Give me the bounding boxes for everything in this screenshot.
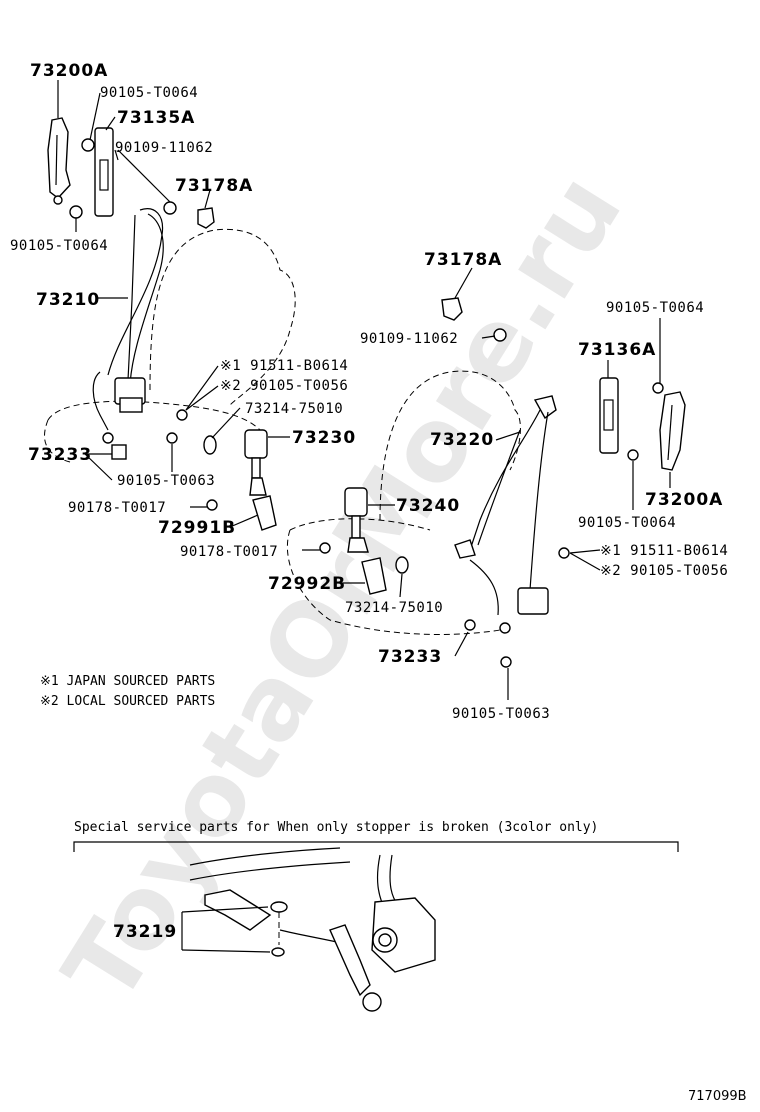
cover-72991B	[252, 495, 277, 531]
label-90178-T0017-b: 90178-T0017	[180, 544, 278, 560]
label-73233-left: 73233	[28, 445, 92, 465]
anchor-73178A-left	[163, 201, 215, 229]
label-73200A-left: 73200A	[30, 61, 108, 81]
label-90105-T0064-a: 90105-T0064	[100, 85, 198, 101]
legend-note-japan: ※1 JAPAN SOURCED PARTS	[40, 674, 215, 689]
small-bolts-right	[319, 542, 570, 668]
label-73178A-left: 73178A	[175, 176, 253, 196]
label-90105-T0064-c: 90105-T0064	[606, 300, 704, 316]
small-bolts-left	[102, 409, 218, 511]
label-90178-T0017-a: 90178-T0017	[68, 500, 166, 516]
label-73230: 73230	[292, 428, 356, 448]
clip-73214-right	[395, 556, 409, 574]
cover-73135A	[94, 127, 114, 217]
label-90109-11062-b: 90109-11062	[360, 331, 458, 347]
belt-73220	[454, 395, 557, 634]
label-73233-right: 73233	[378, 647, 442, 667]
retractor-73200A-right	[627, 382, 686, 471]
special-section-bracket	[73, 841, 679, 852]
stopper-detail-drawing	[189, 847, 436, 1012]
label-73214-75010-a: 73214-75010	[245, 401, 343, 417]
label-73219: 73219	[113, 922, 177, 942]
label-72992B: 72992B	[268, 574, 346, 594]
label-90105-T0064-d: 90105-T0064	[578, 515, 676, 531]
special-section-title: Special service parts for When only stop…	[74, 820, 598, 835]
label-73178A-right: 73178A	[424, 250, 502, 270]
bolt-90105-T0064-left	[69, 138, 95, 219]
belt-73210	[92, 208, 164, 431]
anchor-73178A-right	[441, 297, 507, 342]
left-seat-outline	[44, 228, 296, 463]
label-73210: 73210	[36, 290, 100, 310]
label-91511-B0614-b: ※1 91511-B0614	[600, 543, 728, 559]
label-73220: 73220	[430, 430, 494, 450]
label-91511-B0614-a: ※1 91511-B0614	[220, 358, 348, 374]
buckle-73240	[344, 487, 369, 553]
label-73240: 73240	[396, 496, 460, 516]
label-73200A-right: 73200A	[645, 490, 723, 510]
label-90105-T0064-b: 90105-T0064	[10, 238, 108, 254]
label-90105-T0056-a: ※2 90105-T0056	[220, 378, 348, 394]
label-73135A: 73135A	[117, 108, 195, 128]
legend-note-local: ※2 LOCAL SOURCED PARTS	[40, 694, 215, 709]
clip-73214-left	[203, 435, 217, 455]
label-72991B: 72991B	[158, 518, 236, 538]
cover-73136A	[599, 377, 619, 454]
diagram-id: 717099B	[688, 1089, 747, 1104]
label-90109-11062-a: 90109-11062	[115, 140, 213, 156]
buckle-73230	[244, 429, 268, 496]
leader-lines	[57, 80, 671, 700]
retractor-73200A-left	[47, 117, 71, 205]
label-73136A: 73136A	[578, 340, 656, 360]
label-90105-T0063-b: 90105-T0063	[452, 706, 550, 722]
label-73214-75010-b: 73214-75010	[345, 600, 443, 616]
leader-73219	[181, 906, 271, 953]
cover-72992B	[361, 557, 387, 595]
label-90105-T0056-b: ※2 90105-T0056	[600, 563, 728, 579]
label-90105-T0063-a: 90105-T0063	[117, 473, 215, 489]
